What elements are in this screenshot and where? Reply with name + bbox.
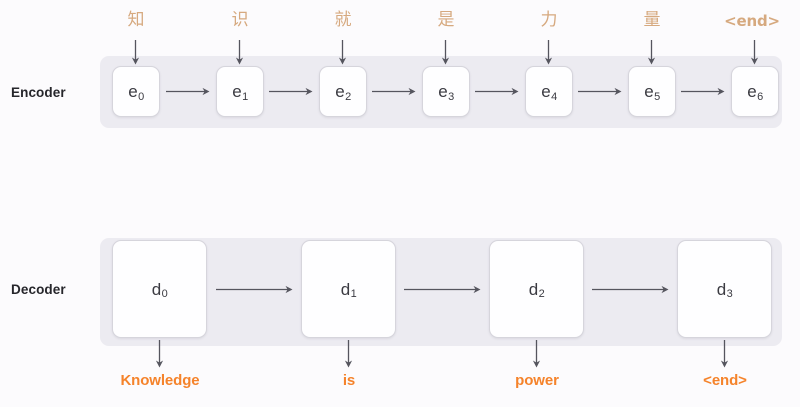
encoder-input-token-6: <end> — [724, 12, 780, 30]
decoder-output-token-3: <end> — [703, 372, 747, 389]
encoder-node-e1[interactable]: e1 — [216, 66, 264, 117]
encoder-node-e0-label: e0 — [128, 82, 145, 103]
encoder-node-e6[interactable]: e6 — [731, 66, 779, 117]
decoder-node-d2[interactable]: d2 — [489, 240, 584, 338]
encoder-input-token-1: 识 — [231, 10, 249, 30]
decoder-node-d1-label: d1 — [340, 279, 357, 300]
encoder-input-token-4: 力 — [540, 10, 558, 30]
encoder-node-e2[interactable]: e2 — [319, 66, 367, 117]
encoder-node-e0[interactable]: e0 — [112, 66, 160, 117]
encoder-input-token-0: 知 — [127, 10, 145, 30]
encoder-node-e3-label: e3 — [438, 82, 455, 103]
decoder-output-token-2: power — [515, 372, 559, 389]
encoder-node-e5-label: e5 — [644, 82, 661, 103]
decoder-node-d0-label: d0 — [151, 279, 168, 300]
decoder-node-d3[interactable]: d3 — [677, 240, 772, 338]
decoder-node-d1[interactable]: d1 — [301, 240, 396, 338]
encoder-input-token-5: 量 — [643, 10, 661, 30]
encoder-node-e6-label: e6 — [747, 82, 764, 103]
decoder-node-d0[interactable]: d0 — [112, 240, 207, 338]
decoder-output-token-1: is — [342, 372, 356, 389]
encoder-node-e3[interactable]: e3 — [422, 66, 470, 117]
encoder-node-e4-label: e4 — [541, 82, 558, 103]
encoder-node-e5[interactable]: e5 — [628, 66, 676, 117]
encoder-node-e2-label: e2 — [335, 82, 352, 103]
encoder-input-token-3: 是 — [437, 10, 455, 30]
decoder-node-d2-label: d2 — [528, 279, 545, 300]
encoder-input-token-2: 就 — [334, 10, 352, 30]
decoder-output-token-0: Knowledge — [120, 372, 200, 389]
encoder-row-label: Encoder — [11, 85, 66, 100]
encoder-node-e1-label: e1 — [232, 82, 249, 103]
encoder-node-e4[interactable]: e4 — [525, 66, 573, 117]
decoder-row-label: Decoder — [11, 282, 66, 297]
decoder-node-d3-label: d3 — [716, 279, 733, 300]
